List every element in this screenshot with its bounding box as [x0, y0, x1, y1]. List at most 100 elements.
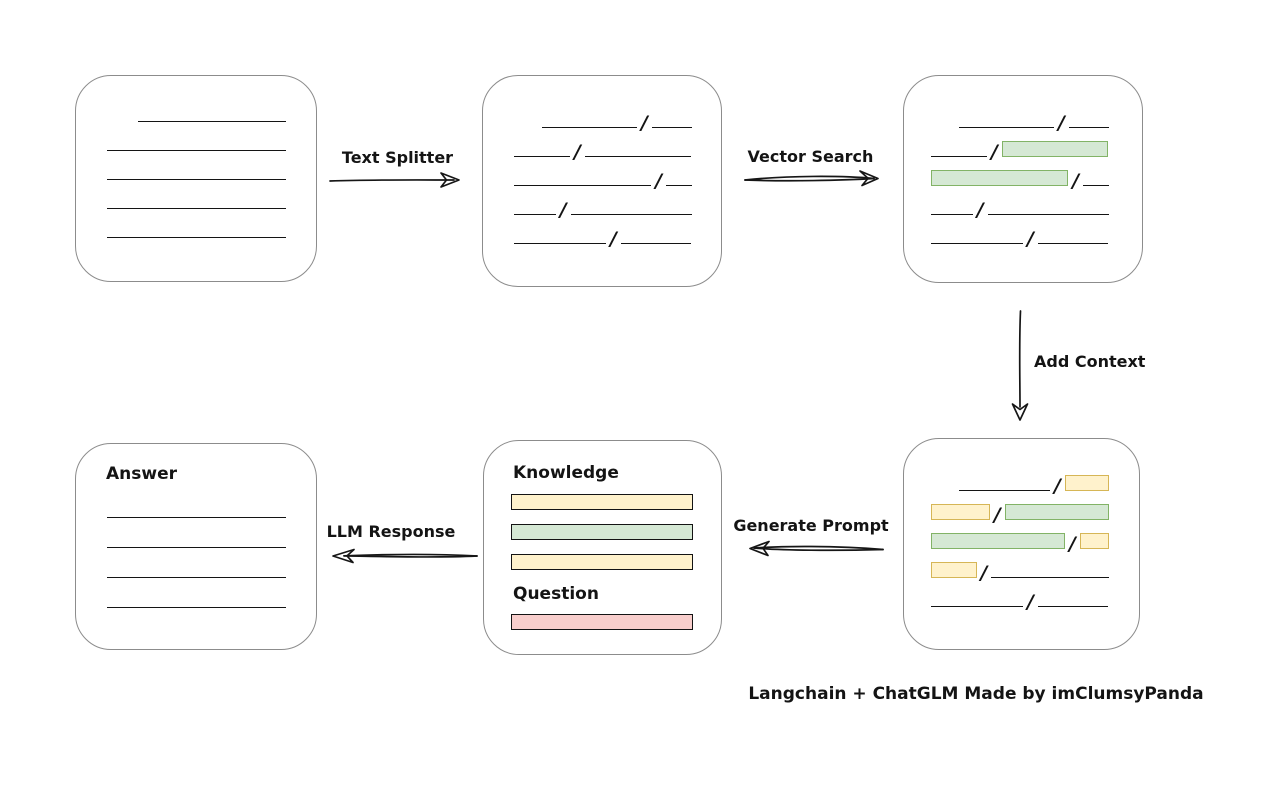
add-context-arrow-label: Add Context: [1034, 352, 1146, 371]
yellow-highlight-chip: [1064, 475, 1109, 491]
text-line: [1038, 606, 1108, 607]
text-line: [931, 156, 987, 157]
slash-separator: /: [993, 504, 1001, 526]
text-line: [107, 150, 286, 151]
green-highlight-chip: [1004, 504, 1109, 520]
text-line: [107, 208, 286, 209]
text-line: [570, 214, 692, 215]
vector-search-arrow-label: Vector Search: [747, 147, 874, 166]
knowledge-bars: [511, 494, 693, 570]
add-context-arrow-icon: [1011, 310, 1029, 421]
text-line: [514, 185, 652, 186]
text-line: [514, 156, 570, 157]
text-line: [621, 243, 691, 244]
segment-row: [107, 209, 286, 238]
text-line: [666, 185, 693, 186]
chunks-node: / / / / /: [482, 75, 722, 287]
text-line: [931, 243, 1023, 244]
slash-separator: /: [1058, 112, 1065, 134]
llm-response-arrow-icon: [332, 548, 478, 564]
slash-separator: /: [1027, 228, 1034, 250]
question-label: Question: [513, 584, 599, 604]
green-highlight-chip: [931, 170, 1069, 186]
text-line: [107, 237, 286, 238]
segment-row: /: [931, 520, 1109, 554]
segment-row: [107, 518, 286, 548]
text-line: [138, 121, 286, 122]
slash-separator: /: [559, 199, 567, 221]
text-line: [514, 243, 606, 244]
yellow-highlight-chip: [931, 504, 991, 520]
text-line: [585, 156, 691, 157]
red-bar: [511, 614, 693, 630]
segment-row: /: [514, 186, 692, 220]
text-line: [931, 214, 973, 215]
green-highlight-chip: [1002, 141, 1108, 157]
green-bar: [511, 524, 693, 540]
text-line: [107, 547, 286, 548]
slash-separator: /: [976, 199, 984, 221]
vector-search-arrow-icon: [744, 170, 879, 187]
slash-separator: /: [991, 141, 998, 163]
generate-prompt-arrow-label: Generate Prompt: [733, 516, 889, 535]
answer-node: Answer: [75, 443, 317, 650]
green-highlight-chip: [931, 533, 1066, 549]
segment-row: /: [931, 157, 1110, 191]
segment-row: /: [514, 99, 692, 133]
segment-row: /: [931, 491, 1109, 525]
knowledge-label: Knowledge: [513, 463, 619, 483]
segment-row: /: [931, 99, 1109, 133]
text-line: [107, 577, 286, 578]
text-line: [107, 517, 286, 518]
text-line: [652, 127, 692, 128]
segment-row: /: [931, 128, 1109, 162]
segment-row: /: [931, 462, 1109, 496]
text-line: [959, 127, 1054, 128]
segment-row: [107, 488, 286, 518]
answer-label: Answer: [106, 464, 177, 484]
search-result-node: / / / / /: [903, 75, 1143, 283]
text-line: [987, 214, 1109, 215]
text-splitter-arrow-icon: [329, 172, 460, 188]
text-line: [107, 607, 286, 608]
slash-separator: /: [1069, 533, 1076, 555]
segment-row: /: [514, 215, 692, 249]
document-lines: [107, 93, 286, 238]
segment-row: /: [931, 215, 1109, 249]
segment-row: [107, 180, 286, 209]
slash-separator: /: [574, 141, 581, 163]
question-bars: [511, 614, 693, 630]
answer-lines: [107, 488, 286, 608]
slash-separator: /: [1072, 170, 1080, 192]
text-line: [514, 214, 556, 215]
text-splitter-arrow-label: Text Splitter: [341, 148, 454, 167]
slash-separator: /: [655, 170, 663, 192]
prompt-node: Knowledge Question: [483, 440, 722, 655]
text-line: [959, 490, 1051, 491]
text-line: [1038, 243, 1108, 244]
yellow-highlight-chip: [1079, 533, 1109, 549]
chunk-lines: / / / / /: [514, 99, 693, 249]
text-line: [991, 577, 1109, 578]
segment-row: /: [931, 549, 1109, 583]
segment-row: [107, 122, 286, 151]
segment-row: /: [514, 128, 692, 162]
yellow-highlight-chip: [931, 562, 977, 578]
text-line: [1083, 185, 1110, 186]
segment-row: [107, 151, 286, 180]
segment-row: [107, 548, 286, 578]
text-line: [542, 127, 637, 128]
document-node: [75, 75, 317, 282]
text-line: [107, 179, 286, 180]
search-result-lines: / / / / /: [931, 99, 1110, 249]
yellow-bar: [511, 554, 693, 570]
text-line: [1069, 127, 1109, 128]
slash-separator: /: [1027, 591, 1034, 613]
slash-separator: /: [641, 112, 648, 134]
context-lines: /////: [931, 462, 1109, 612]
segment-row: /: [514, 157, 693, 191]
slash-separator: /: [610, 228, 617, 250]
generate-prompt-arrow-icon: [749, 540, 884, 557]
llm-response-arrow-label: LLM Response: [326, 522, 456, 541]
